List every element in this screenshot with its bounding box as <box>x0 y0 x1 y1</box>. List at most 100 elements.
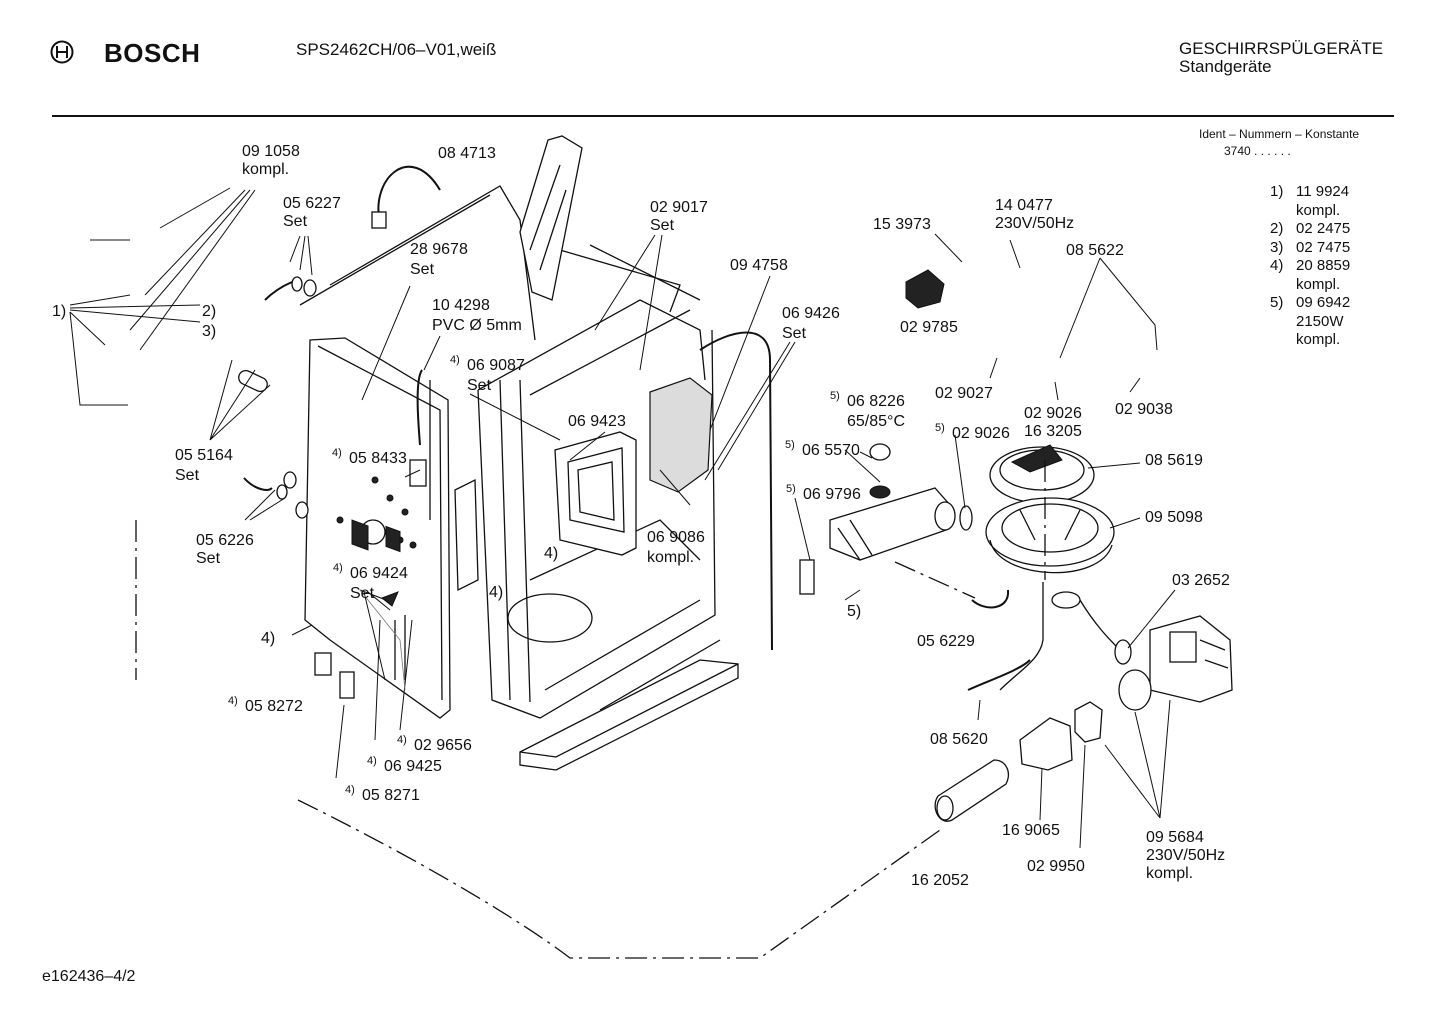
callout-footnote-marker: 5) <box>935 422 945 434</box>
hose-clip <box>377 165 441 223</box>
part-number-label: 05 8271 <box>362 787 420 804</box>
part-number-label: 05 6226 <box>196 532 254 549</box>
part-number-label: 09 5684 <box>1146 829 1204 846</box>
header-rule <box>52 115 1394 117</box>
part-number-label: 05 5164 <box>175 447 233 464</box>
ident-value: 3740 . . . . . . <box>1224 144 1291 158</box>
inlet-valve <box>1118 615 1233 711</box>
sensor-9785 <box>905 269 945 309</box>
part-number-label: 15 3973 <box>873 216 931 233</box>
ident-label: Ident – Nummern – Konstante <box>1199 127 1360 141</box>
legend-value: 2150W <box>1296 312 1344 330</box>
part-number-label: 16 9065 <box>1002 822 1060 839</box>
part-number-label: Set <box>650 217 675 234</box>
part-number-label: 06 9087 <box>467 357 525 374</box>
part-number-label: 06 8226 <box>847 393 905 410</box>
callout-footnote-marker: 4) <box>450 354 460 366</box>
part-number-label: 08 5619 <box>1145 452 1203 469</box>
part-number-label: kompl. <box>242 161 289 178</box>
legend-value: 11 9924 <box>1296 183 1350 200</box>
part-number-label: 02 9017 <box>650 199 708 216</box>
part-number-label: 3) <box>202 323 216 340</box>
part-number-label: 05 8433 <box>349 450 407 467</box>
pvc-tube <box>416 369 423 446</box>
part-number-label: 4) <box>261 630 275 647</box>
legend-value: kompl. <box>1296 201 1341 219</box>
legend-row: 2150W <box>1270 313 1350 332</box>
part-number-label: 230V/50Hz <box>1146 847 1225 864</box>
legend-value: 09 6942 <box>1296 294 1351 311</box>
drawing-id: e162436–4/2 <box>42 968 136 985</box>
callout-footnote-marker: 4) <box>397 734 407 746</box>
part-number-label: 1) <box>52 303 66 320</box>
gasket-9026 <box>959 505 973 531</box>
legend-key: 2) <box>1270 220 1284 237</box>
legend-value: 02 2475 <box>1296 220 1351 237</box>
callout-footnote-marker: 4) <box>333 562 343 574</box>
legend-key: 1) <box>1270 183 1284 200</box>
part-number-label: 10 4298 <box>432 297 490 314</box>
part-number-label: 06 9424 <box>350 565 408 582</box>
part-number-label: 05 6227 <box>283 195 341 212</box>
heater-assembly <box>829 443 956 561</box>
part-number-label: 08 4713 <box>438 145 496 162</box>
part-number-label: 4) <box>544 545 558 562</box>
relay-9796 <box>799 559 815 595</box>
callout-footnote-marker: 4) <box>367 755 377 767</box>
callout-footnote-marker: 4) <box>345 784 355 796</box>
hoses-left <box>238 276 317 519</box>
part-number-label: 5) <box>847 603 861 620</box>
brand-name: BOSCH <box>104 38 201 68</box>
part-number-label: 09 4758 <box>730 257 788 274</box>
bosch-armature-icon <box>50 40 74 64</box>
part-number-label: 03 2652 <box>1172 572 1230 589</box>
part-number-label: 230V/50Hz <box>995 215 1074 232</box>
tub-body <box>299 185 721 719</box>
part-number-label: 16 2052 <box>911 872 969 889</box>
part-number-label: 06 9423 <box>568 413 626 430</box>
part-number-label: PVC Ø 5mm <box>432 317 522 334</box>
legend-value: kompl. <box>1296 331 1341 348</box>
part-number-label: 05 6229 <box>917 633 975 650</box>
appliance-category: GESCHIRRSPÜLGERÄTE Standgeräte <box>1179 40 1383 76</box>
part-number-label: 4) <box>489 584 503 601</box>
boundary-line <box>297 799 941 959</box>
fitting-9065 <box>1019 717 1073 771</box>
base-rail <box>519 659 739 771</box>
legend-key: 3) <box>1270 238 1284 256</box>
model-number: SPS2462CH/06–V01,weiß <box>296 40 497 59</box>
detergent-dispenser <box>554 431 637 556</box>
legend-row: kompl. <box>1270 202 1350 221</box>
legend-row: 5) 09 6942 <box>1270 294 1350 313</box>
legend-row: kompl. <box>1270 331 1350 350</box>
side-panel <box>304 337 451 719</box>
dispenser-flap <box>649 377 713 493</box>
top-bracket <box>519 135 583 301</box>
part-number-label: 14 0477 <box>995 197 1053 214</box>
part-number-label: Set <box>175 467 200 484</box>
part-number-label: 16 3205 <box>1024 423 1082 440</box>
part-number-label: Set <box>467 377 492 394</box>
plug-1 <box>314 652 332 676</box>
category-line-1: GESCHIRRSPÜLGERÄTE <box>1179 39 1384 58</box>
legend-row: 4)20 8859 <box>1270 257 1350 276</box>
legend-key: 5) <box>1270 294 1284 311</box>
part-number-label: Set <box>782 325 807 342</box>
legend-row: 3)02 7475 <box>1270 239 1350 258</box>
part-number-label: 08 5622 <box>1066 242 1124 259</box>
part-number-label: 02 9656 <box>414 737 472 754</box>
part-number-label: 2) <box>202 303 216 320</box>
callout-footnote-marker: 4) <box>332 447 342 459</box>
category-line-2: Standgeräte <box>1179 57 1272 76</box>
plug-2 <box>339 671 355 699</box>
part-number-label: Set <box>410 261 435 278</box>
part-number-label: kompl. <box>647 549 694 566</box>
legend-row: kompl. <box>1270 276 1350 295</box>
legend-value: 20 8859 <box>1296 257 1351 274</box>
ring-2652 <box>1114 639 1132 665</box>
part-number-label: 06 9426 <box>782 305 840 322</box>
part-number-label: 09 5098 <box>1145 509 1203 526</box>
callout-footnote-marker: 5) <box>830 390 840 402</box>
